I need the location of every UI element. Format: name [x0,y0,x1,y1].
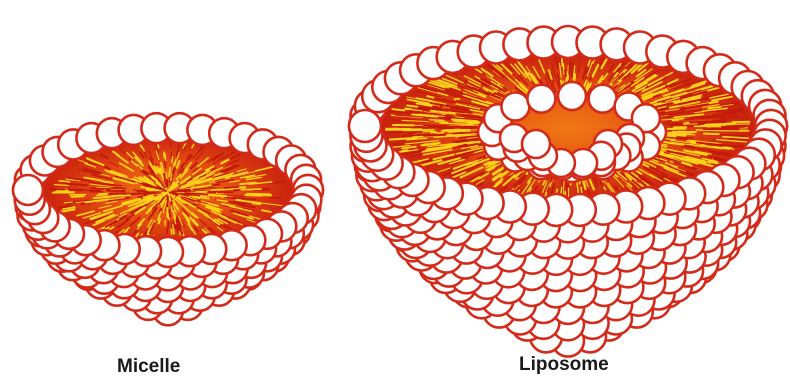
tail-streak [225,187,238,188]
tail-streak [665,124,683,125]
tail-streak [560,57,561,64]
tail-streak [96,195,107,196]
tail-streak [59,181,69,182]
tail-streak [71,196,84,197]
tail-streak [430,120,445,121]
tail-streak [112,195,122,196]
tail-streak [209,195,226,196]
tail-streak [704,134,719,135]
polar-head [522,130,550,158]
tail-streak [114,188,125,189]
tail-streak [171,152,172,159]
tail-streak [574,74,575,81]
micelle-illustration [13,113,323,325]
liposome-label: Liposome [519,354,609,376]
tail-streak [424,135,445,136]
micelle-label: Micelle [117,356,180,378]
tail-streak [165,220,166,225]
tail-streak [252,195,271,196]
tail-streak [169,168,170,177]
tail-streak [211,189,233,190]
polar-head [527,85,555,113]
tail-streak [164,152,165,158]
tail-streak [159,219,160,223]
tail-streak [247,194,271,195]
tail-streak [172,157,173,162]
tail-streak [733,122,750,123]
polar-head [349,110,381,142]
tail-streak [166,172,167,178]
liposome-illustration [349,26,787,357]
tail-streak [705,124,734,125]
tail-streak [563,64,564,75]
polar-head [501,93,529,121]
polar-head [13,175,43,205]
tail-streak [241,189,261,190]
polar-head [589,85,617,113]
tail-streak [270,198,280,199]
tail-streak [388,132,422,133]
tail-streak [165,154,166,161]
tail-streak [167,180,168,186]
tail-streak [170,210,171,217]
polar-head [558,82,586,110]
tail-streak [572,63,573,77]
tail-streak [134,190,145,191]
tail-streak [673,132,692,133]
